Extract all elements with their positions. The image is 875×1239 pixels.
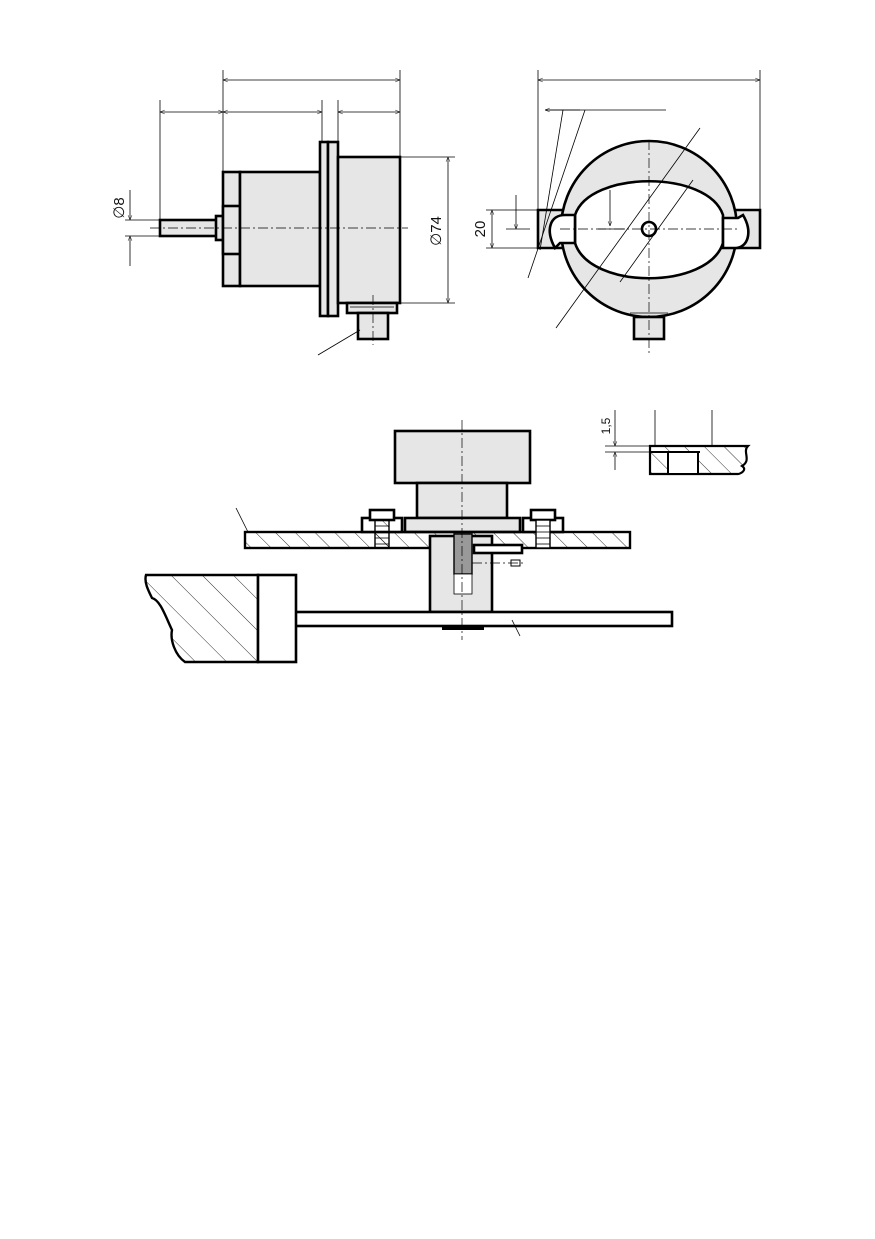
rear-housing (336, 155, 402, 305)
flange-thickness-label: 1,5 (599, 417, 613, 434)
encoder-body (238, 170, 322, 288)
shaft-diameter-label: ∅8 (111, 197, 128, 218)
clamp-height-label: 20 (472, 221, 489, 238)
wall-section (144, 573, 260, 664)
assembly-encoder-housing (393, 429, 532, 485)
left-screw (360, 508, 404, 549)
flange-detail: 1,5 (599, 410, 751, 476)
right-screw (521, 508, 565, 549)
front-view: 20 (472, 70, 762, 355)
side-view: ∅8 ∅74 (111, 70, 455, 356)
assembly-view (144, 420, 674, 664)
base-plate (262, 610, 674, 628)
body-diameter-label: ∅74 (428, 216, 445, 246)
